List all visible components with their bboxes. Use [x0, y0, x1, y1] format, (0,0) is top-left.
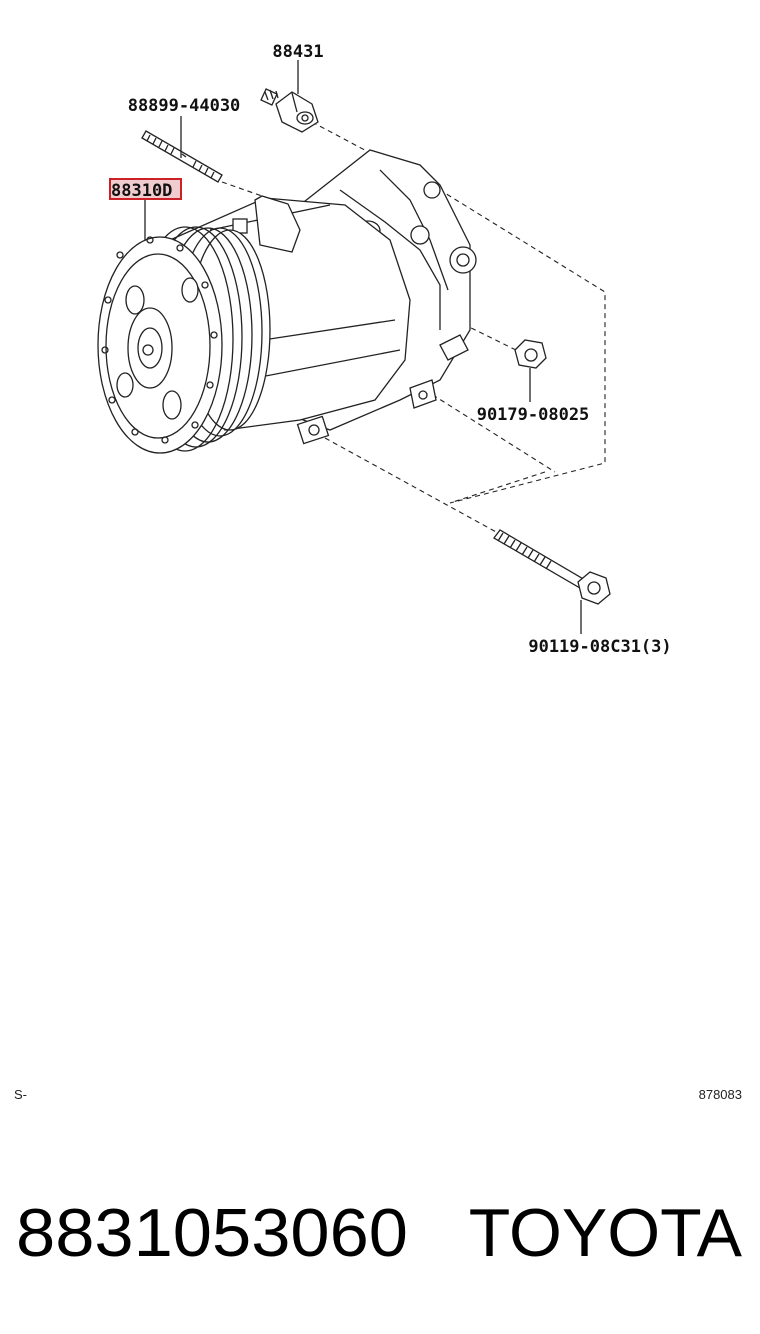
leader-lines — [144, 60, 582, 634]
callout-90119-08C31: 90119-08C31(3) — [528, 637, 671, 657]
caption-brand: TOYOTA — [469, 1195, 743, 1271]
footer-left-code: S- — [14, 1087, 27, 1102]
callout-90179-08025: 90179-08025 — [477, 405, 590, 425]
footer-right-code: 878083 — [699, 1087, 742, 1102]
callout-highlight-box — [109, 178, 182, 200]
nut-90179-08025-icon — [514, 339, 547, 369]
callout-88899-44030: 88899-44030 — [128, 96, 241, 116]
callout-88310D[interactable]: 88310D — [111, 181, 172, 201]
caption-part-number: 8831053060 — [16, 1195, 408, 1271]
callout-88431: 88431 — [272, 42, 323, 62]
stud-88899-44030-icon — [141, 130, 223, 183]
fitting-88431-icon — [260, 88, 319, 133]
bolt-90119-08C31-icon — [493, 529, 611, 605]
compressor-body-icon — [97, 149, 477, 454]
